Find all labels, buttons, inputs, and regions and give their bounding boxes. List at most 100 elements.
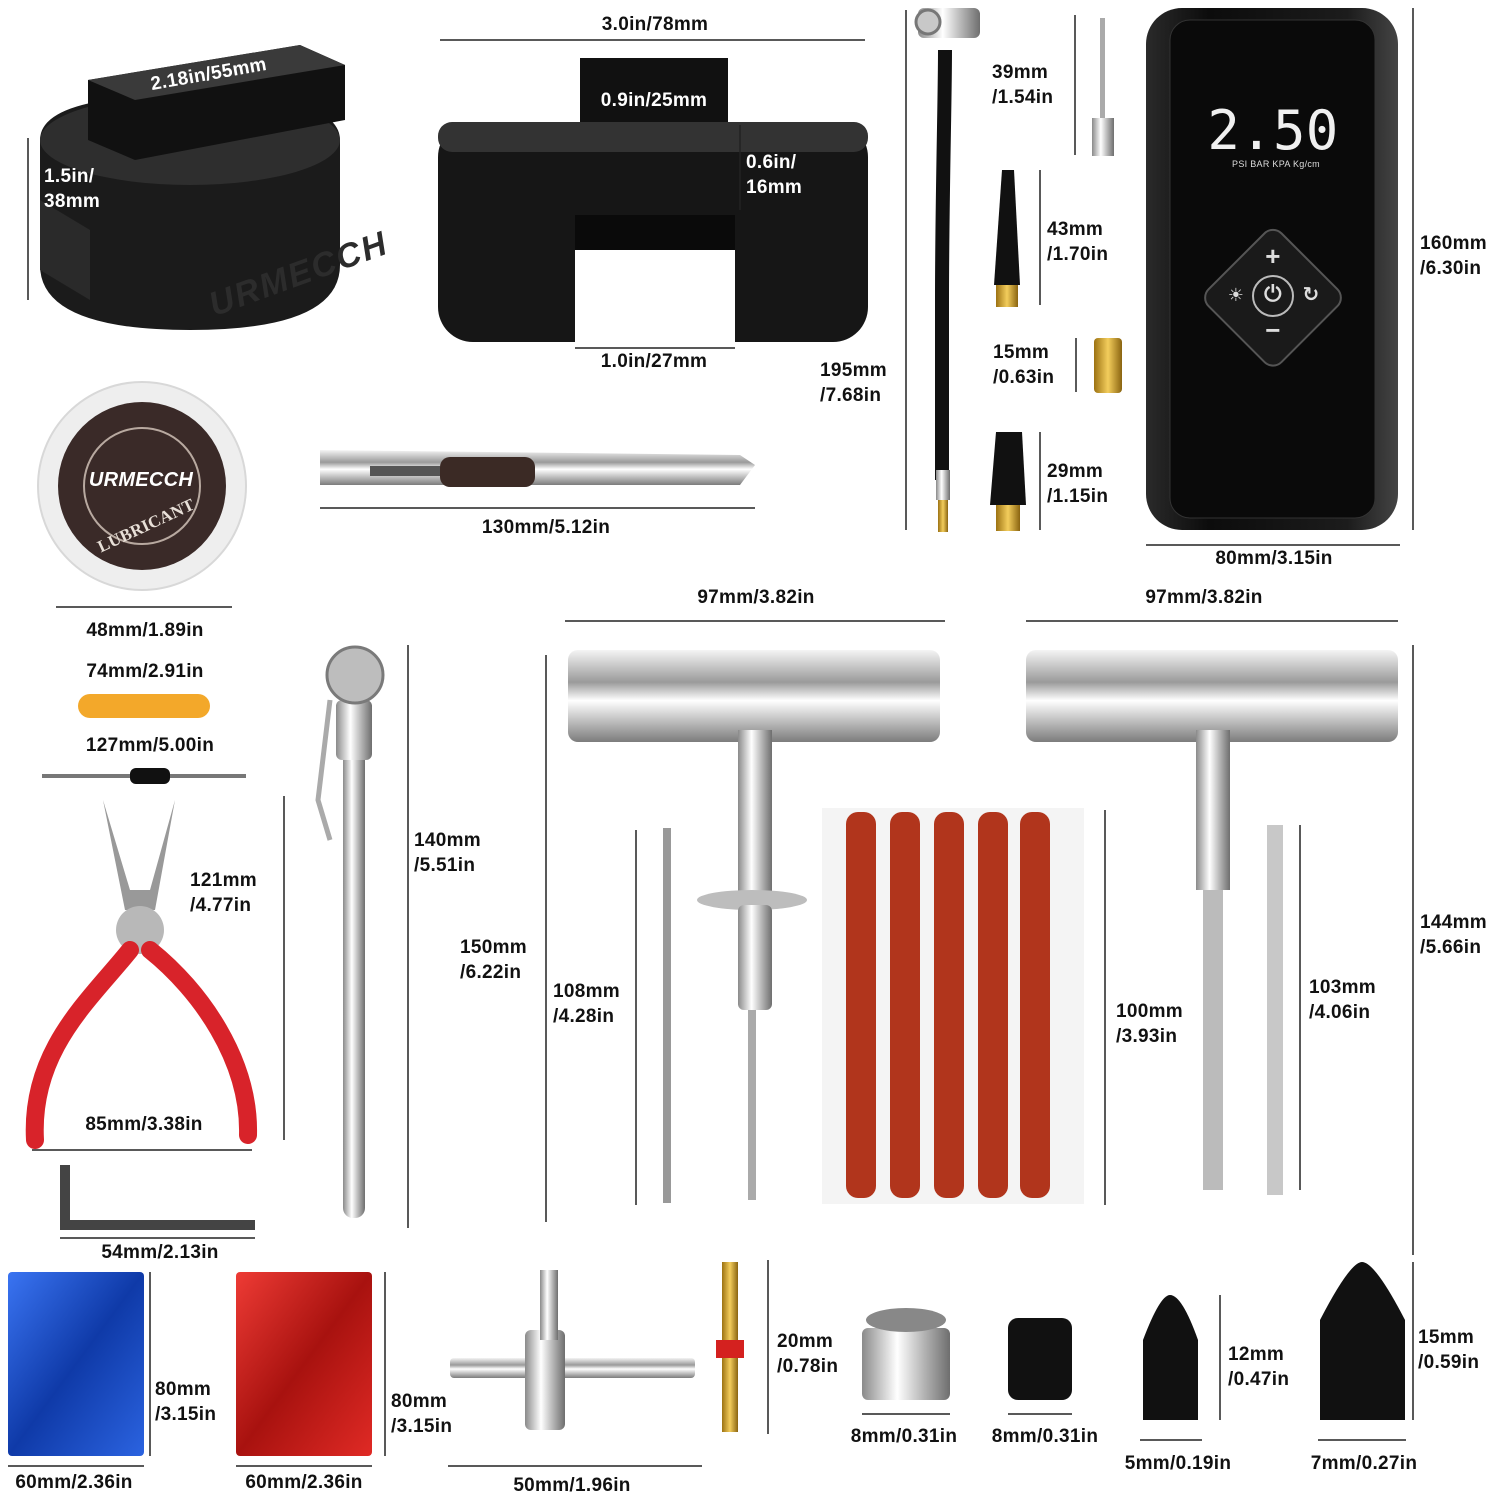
jack-pad-depth-label: 0.6in/ 16mm — [746, 150, 802, 200]
jack-pad-height-a: 1.5in/ — [44, 166, 95, 187]
plugs-a: 100mm — [1116, 1001, 1183, 1022]
red-bag-height-label: 80mm /3.15in — [391, 1389, 452, 1439]
nail-large-height-label: 15mm /0.59in — [1418, 1325, 1479, 1375]
spare-needle-image — [663, 828, 671, 1203]
reamer-tool-height-b: /5.66in — [1420, 937, 1482, 958]
nut-width-label: 8mm/0.31in — [850, 1426, 958, 1447]
jack-pad-depth-b: 16mm — [746, 177, 803, 198]
plugs-b: /3.93in — [1116, 1026, 1178, 1047]
tire-inflator-image — [1146, 8, 1398, 530]
nozzle-long-label: 43mm /1.70in — [1047, 217, 1108, 267]
lubricant-width-label: 48mm/1.89in — [86, 620, 204, 641]
gauge-length-label: 140mm /5.51in — [414, 828, 481, 878]
gauge-length-a: 140mm — [414, 830, 481, 851]
nail-large-height-a: 15mm — [1418, 1327, 1475, 1348]
blue-bag-height-a: 80mm — [155, 1379, 212, 1400]
jack-pad-slot-label: 0.9in/25mm — [600, 90, 708, 111]
valve-tool-width-label: 50mm/1.96in — [513, 1475, 631, 1496]
reamer-spare-label: 103mm /4.06in — [1309, 975, 1376, 1025]
nail-large-height-b: /0.59in — [1418, 1352, 1480, 1373]
inflator-plus-icon: + — [1265, 241, 1281, 271]
plugs-length-label: 100mm /3.93in — [1116, 999, 1183, 1049]
pliers-image — [25, 800, 258, 1149]
nozzle-short-b: /1.15in — [1047, 486, 1109, 507]
vacuum-nail-large-image — [1320, 1262, 1405, 1420]
valve-tool-image — [450, 1270, 695, 1430]
insert-tool-height-a: 150mm — [460, 937, 527, 958]
reamer-spare-image — [1267, 825, 1283, 1195]
red-bag-image — [236, 1272, 372, 1456]
vacuum-nail-small-image — [1143, 1295, 1198, 1420]
jack-pad-height-b: 38mm — [44, 191, 101, 212]
nail-small-width-label: 5mm/0.19in — [1124, 1453, 1232, 1474]
inflator-height-a: 160mm — [1420, 233, 1487, 254]
jack-pad-depth-a: 0.6in/ — [746, 152, 797, 173]
repair-plugs-image — [822, 808, 1084, 1204]
inflator-minus-icon: − — [1265, 315, 1281, 345]
blue-bag-height-b: /3.15in — [155, 1404, 217, 1425]
reamer-tool-width-label: 97mm/3.82in — [1145, 587, 1263, 608]
insert-t-tool-image — [568, 650, 940, 1200]
red-bag-width-label: 60mm/2.36in — [245, 1472, 363, 1493]
valve-core-a: 20mm — [777, 1331, 834, 1352]
reamer-tool-height-label: 144mm /5.66in — [1420, 910, 1487, 960]
lubricant-tin-image — [37, 381, 247, 591]
red-bag-height-b: /3.15in — [391, 1416, 453, 1437]
long-screwdriver-image — [42, 768, 246, 784]
insert-tool-width-label: 97mm/3.82in — [697, 587, 815, 608]
inflator-reading: 2.50 — [1207, 99, 1339, 162]
pliers-height-a: 121mm — [190, 870, 257, 891]
reamer-spare-b: /4.06in — [1309, 1002, 1371, 1023]
dimension-lines — [8, 8, 1414, 1467]
jack-pad-front-image — [438, 58, 868, 345]
lubricant-brand: URMECCH — [88, 469, 194, 491]
knife-length-label: 130mm/5.12in — [481, 517, 611, 538]
hose-image — [914, 8, 980, 532]
inflator-units: PSI BAR KPA Kg/cm — [1232, 159, 1320, 169]
valve-cap-image — [1008, 1318, 1072, 1400]
hex-key-image — [60, 1165, 255, 1230]
blue-bag-image — [8, 1272, 144, 1456]
red-bag-height-a: 80mm — [391, 1391, 448, 1412]
inflator-power-icon: ⏻ — [1264, 281, 1282, 306]
insert-tool-height-label: 150mm /6.22in — [460, 935, 527, 985]
valve-core-label: 20mm /0.78in — [777, 1329, 838, 1379]
screwdriver-short-label: 74mm/2.91in — [86, 661, 204, 682]
utility-knife-image — [320, 450, 755, 487]
nozzle-long-a: 43mm — [1047, 219, 1104, 240]
screwdriver-long-label: 127mm/5.00in — [85, 735, 215, 756]
hose-length-b: /7.68in — [820, 385, 882, 406]
nail-small-height-label: 12mm /0.47in — [1228, 1342, 1289, 1392]
nail-small-height-b: /0.47in — [1228, 1369, 1290, 1390]
pliers-height-b: /4.77in — [190, 895, 252, 916]
nozzle-short-label: 29mm /1.15in — [1047, 459, 1108, 509]
nail-large-width-label: 7mm/0.27in — [1310, 1453, 1418, 1474]
adapter-a: 15mm — [993, 342, 1050, 363]
pressure-gauge-image — [315, 645, 385, 1218]
reamer-t-tool-image — [1026, 650, 1398, 1190]
reamer-spare-a: 103mm — [1309, 977, 1376, 998]
short-screwdriver-image — [78, 694, 210, 718]
inflator-height-b: /6.30in — [1420, 258, 1482, 279]
adapter-label: 15mm /0.63in — [993, 340, 1054, 390]
nail-small-height-a: 12mm — [1228, 1344, 1285, 1365]
pliers-width-label: 85mm/3.38in — [85, 1114, 203, 1135]
blue-bag-height-label: 80mm /3.15in — [155, 1377, 216, 1427]
adapter-b: /0.63in — [993, 367, 1055, 388]
hose-length-label: 195mm /7.68in — [820, 358, 887, 408]
needle-a: 39mm — [992, 62, 1049, 83]
insert-tool-height-b: /6.22in — [460, 962, 522, 983]
cap-width-label: 8mm/0.31in — [991, 1426, 1099, 1447]
needle-label: 39mm /1.54in — [992, 60, 1053, 110]
gauge-length-b: /5.51in — [414, 855, 476, 876]
jack-pad-height-label: 1.5in/ 38mm — [44, 164, 100, 214]
needle-b: /1.54in — [992, 87, 1054, 108]
valve-nut-image — [862, 1308, 950, 1400]
inflator-cycle-icon: ↻ — [1302, 284, 1320, 306]
hose-length-a: 195mm — [820, 360, 887, 381]
jack-pad-small-image — [40, 45, 345, 330]
reamer-tool-height-a: 144mm — [1420, 912, 1487, 933]
nozzle-short-a: 29mm — [1047, 461, 1104, 482]
inflator-height-label: 160mm /6.30in — [1420, 231, 1487, 281]
